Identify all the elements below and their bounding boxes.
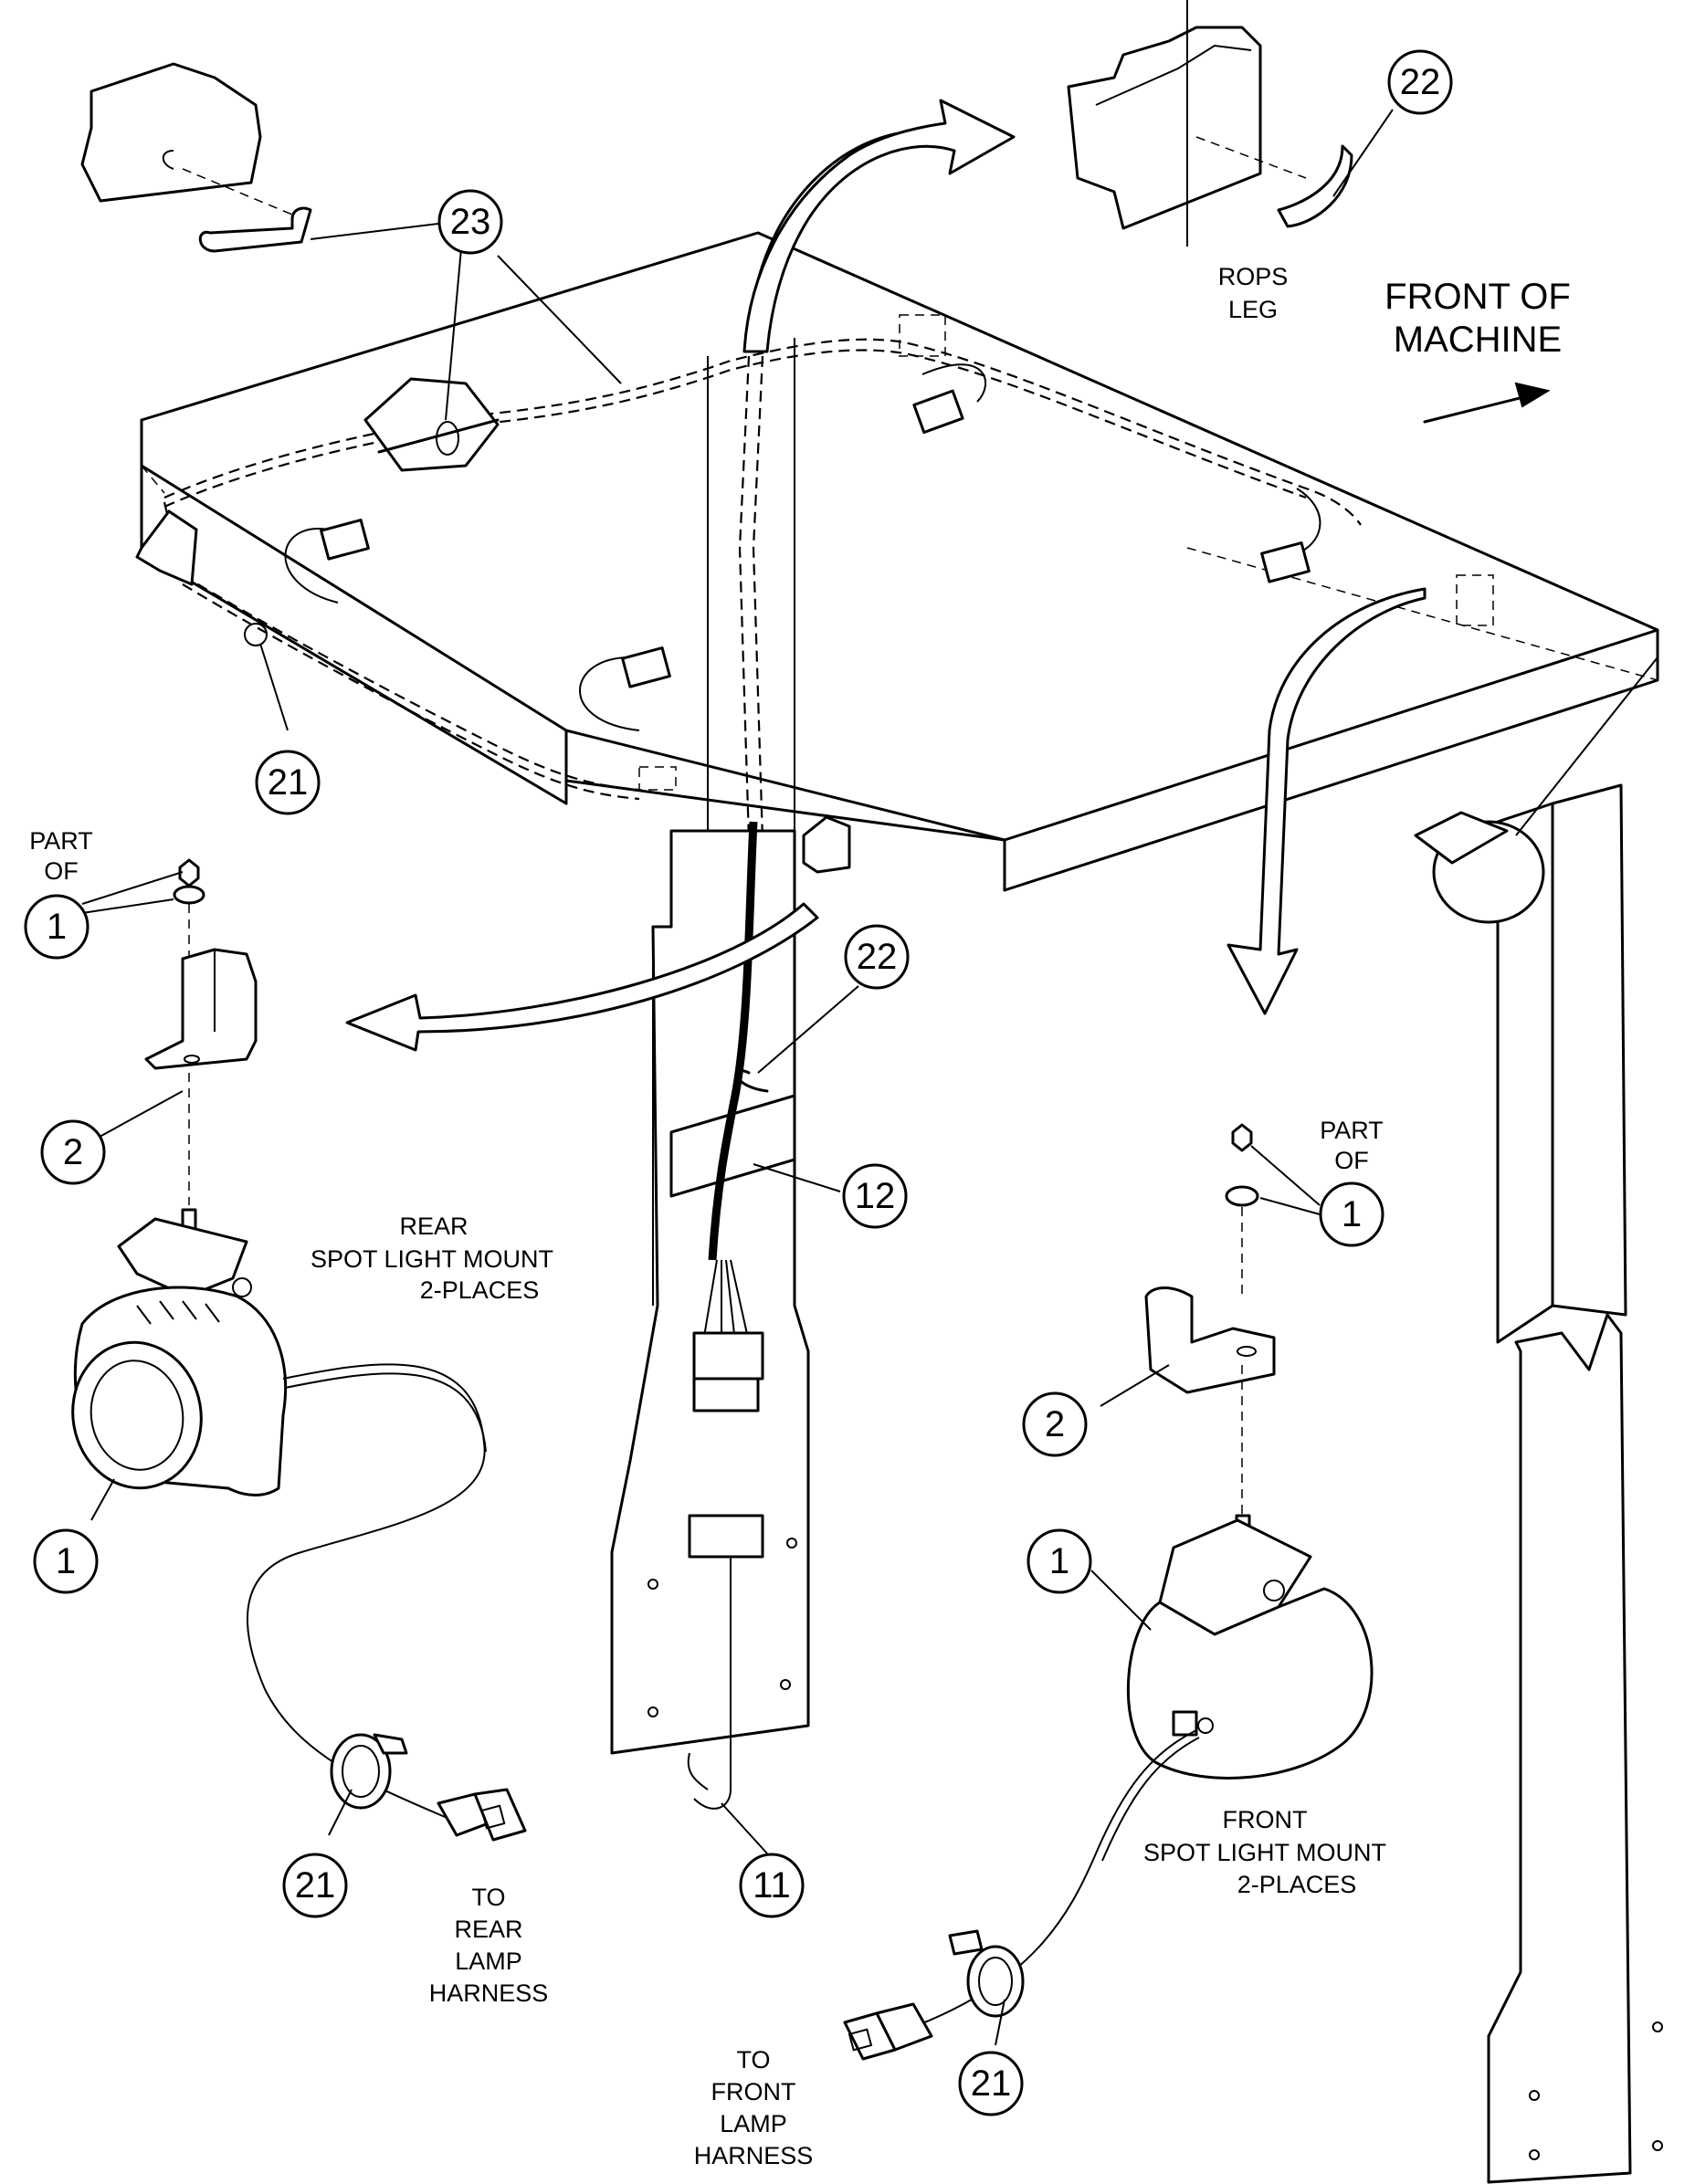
- svg-text:SPOT LIGHT MOUNT: SPOT LIGHT MOUNT: [1143, 1839, 1386, 1866]
- front-light-assembly: [843, 1123, 1374, 2061]
- svg-text:1: 1: [1342, 1194, 1362, 1234]
- label-rops-leg: ROPS LEG: [1218, 263, 1289, 323]
- leader-lines: [81, 109, 1394, 2046]
- svg-text:1: 1: [56, 1541, 76, 1581]
- rops-leg-detail: [1067, 0, 1353, 247]
- callout-1-front-light: 1: [1026, 1528, 1092, 1594]
- svg-text:2-PLACES: 2-PLACES: [1237, 1871, 1357, 1898]
- svg-text:2: 2: [1045, 1404, 1065, 1444]
- svg-text:21: 21: [971, 2063, 1012, 2104]
- rear-light-assembly: [71, 858, 527, 1842]
- roof-connector-3: [912, 363, 987, 435]
- svg-text:FRONT OF: FRONT OF: [1384, 277, 1571, 317]
- front-light-on-post: [1414, 656, 1658, 924]
- svg-text:22: 22: [857, 937, 898, 977]
- rops-post-front: [1487, 783, 1663, 2184]
- roof-connector-1: [284, 519, 370, 604]
- svg-text:OF: OF: [1334, 1147, 1369, 1174]
- callout-1-part-front: 1: [1319, 1181, 1384, 1247]
- callout-11: 11: [739, 1853, 805, 1918]
- svg-text:ROPS: ROPS: [1218, 263, 1289, 290]
- svg-text:MACHINE: MACHINE: [1394, 320, 1562, 360]
- callout-1-rear-light: 1: [33, 1528, 99, 1594]
- label-part-of-front: PART OF: [1320, 1117, 1384, 1174]
- svg-text:23: 23: [450, 202, 491, 242]
- callout-21-left: 21: [255, 750, 321, 815]
- callout-21-rear-cable: 21: [282, 1853, 348, 1918]
- svg-text:11: 11: [753, 1865, 791, 1906]
- svg-text:OF: OF: [44, 857, 79, 885]
- svg-text:2-PLACES: 2-PLACES: [420, 1276, 540, 1304]
- svg-text:LAMP: LAMP: [455, 1948, 522, 1975]
- svg-text:1: 1: [1049, 1541, 1069, 1581]
- svg-text:LEG: LEG: [1228, 296, 1278, 323]
- svg-text:22: 22: [1400, 62, 1441, 102]
- svg-text:REAR: REAR: [454, 1916, 522, 1943]
- callout-23: 23: [437, 189, 503, 255]
- label-part-of-rear: PART OF: [29, 827, 93, 885]
- svg-text:HARNESS: HARNESS: [429, 1979, 549, 2007]
- svg-text:1: 1: [47, 907, 67, 947]
- label-to-front-lamp: TO FRONT LAMP HARNESS: [694, 2046, 814, 2169]
- svg-text:21: 21: [295, 1865, 336, 1906]
- callout-2-rear: 2: [40, 1119, 106, 1185]
- label-front-spot-mount: FRONT SPOT LIGHT MOUNT 2-PLACES: [1143, 1806, 1386, 1898]
- main-harness-12: [687, 821, 764, 1810]
- svg-text:TO: TO: [471, 1884, 505, 1911]
- svg-text:REAR: REAR: [399, 1213, 468, 1240]
- svg-text:FRONT: FRONT: [1223, 1806, 1308, 1833]
- callout-22-top: 22: [1387, 49, 1453, 115]
- roof-connector-2: [579, 646, 671, 731]
- svg-text:FRONT: FRONT: [711, 2078, 796, 2105]
- callout-22-mid: 22: [844, 924, 910, 990]
- svg-text:SPOT LIGHT MOUNT: SPOT LIGHT MOUNT: [311, 1245, 553, 1273]
- clip-detail-23: [80, 62, 312, 253]
- svg-text:21: 21: [268, 762, 309, 803]
- svg-text:2: 2: [63, 1132, 83, 1172]
- roof-connector-4: [1260, 488, 1321, 583]
- callout-1-part-rear: 1: [24, 894, 89, 960]
- callout-21-front-cable: 21: [958, 2051, 1024, 2116]
- svg-text:12: 12: [855, 1176, 896, 1216]
- svg-text:HARNESS: HARNESS: [694, 2142, 814, 2169]
- svg-text:PART: PART: [29, 827, 93, 855]
- label-to-rear-lamp: TO REAR LAMP HARNESS: [429, 1884, 549, 2007]
- arrow-front-of-machine: [1423, 382, 1551, 424]
- arrow-to-front-mount: [1227, 587, 1427, 1015]
- label-front-of-machine: FRONT OF MACHINE: [1384, 277, 1571, 360]
- callout-12: 12: [842, 1163, 908, 1229]
- callout-2-front: 2: [1022, 1391, 1088, 1457]
- arrow-to-rops-detail: [742, 99, 1016, 353]
- label-rear-spot-mount: REAR SPOT LIGHT MOUNT 2-PLACES: [311, 1213, 553, 1304]
- svg-text:LAMP: LAMP: [720, 2110, 787, 2137]
- svg-text:TO: TO: [736, 2046, 770, 2074]
- arrow-to-rear-mount: [345, 902, 819, 1052]
- svg-text:PART: PART: [1320, 1117, 1384, 1144]
